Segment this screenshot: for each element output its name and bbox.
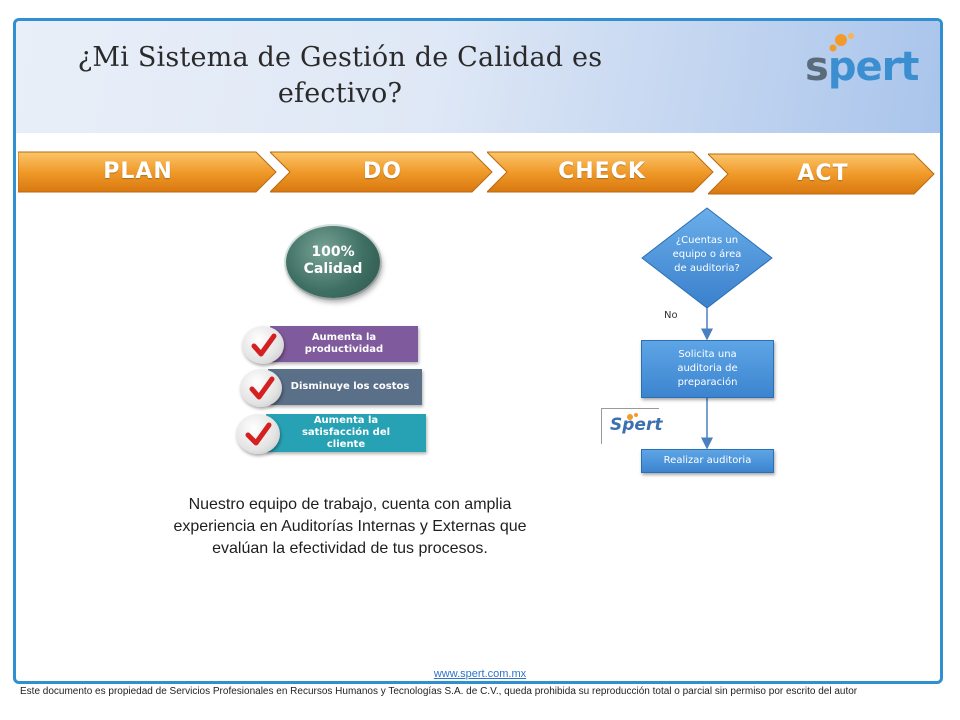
step-perform-audit-text: Realizar auditoria: [663, 455, 752, 466]
step-perform-audit: Realizar auditoria: [641, 449, 774, 473]
arrow-shape-icon: [487, 151, 714, 193]
phase-arrow-act: ACT: [708, 152, 938, 198]
checkmark-icon: [236, 414, 280, 454]
benefit-bar: Disminuye los costos: [268, 369, 422, 405]
header-band: [16, 21, 940, 133]
footer-notice: Este documento es propiedad de Servicios…: [20, 686, 858, 697]
benefit-item: Aumenta la satisfacción del cliente: [236, 414, 428, 454]
benefit-text: Aumenta la productividad: [304, 332, 384, 355]
spert-logo: spert: [805, 30, 930, 100]
phase-label-act: ACT: [797, 161, 849, 186]
no-label: No: [664, 310, 678, 321]
step-request-audit-text: Solicita una auditoria de preparación: [677, 349, 738, 388]
description-text: Nuestro equipo de trabajo, cuenta con am…: [173, 496, 527, 557]
arrow-shape-icon: [708, 153, 935, 195]
small-logo-swoosh-icon: [627, 413, 638, 420]
benefit-bar: Aumenta la satisfacción del cliente: [266, 414, 426, 452]
checkmark-icon: [240, 369, 282, 407]
phase-arrow-plan: PLAN: [18, 150, 280, 196]
benefit-item: Disminuye los costos: [240, 369, 424, 407]
quality-badge-line2: Calidad: [303, 261, 363, 277]
website-link[interactable]: www.spert.com.mx: [433, 668, 527, 680]
phase-arrow-check: CHECK: [487, 150, 717, 196]
phase-arrow-do: DO: [270, 150, 495, 196]
phase-label-do: DO: [363, 159, 402, 184]
arrow-shape-icon: [270, 151, 493, 193]
checkmark-icon: [242, 326, 284, 364]
logo-s: s: [805, 44, 829, 90]
small-logo-text: Spert: [610, 415, 663, 435]
logo-rest: pert: [827, 44, 920, 90]
phase-label-check: CHECK: [558, 159, 646, 184]
arrow-shape-icon: [18, 151, 277, 193]
benefit-text: Aumenta la satisfacción del cliente: [301, 415, 391, 450]
benefit-item: Aumenta la productividad: [242, 326, 420, 364]
small-spert-logo: Spert: [601, 408, 663, 444]
benefit-text: Disminuye los costos: [290, 381, 410, 392]
quality-badge: 100% Calidad: [286, 226, 380, 298]
benefit-bar: Aumenta la productividad: [270, 326, 418, 362]
page-title: ¿Mi Sistema de Gestión de Calidad es efe…: [77, 42, 603, 109]
flow-connectors: [641, 207, 773, 450]
quality-badge-line1: 100%: [311, 244, 355, 260]
step-request-audit: Solicita una auditoria de preparación: [641, 340, 774, 398]
logo-wordmark: spert: [805, 44, 920, 90]
logo-dots-icon: [829, 33, 854, 52]
phase-label-plan: PLAN: [103, 159, 173, 184]
decision-question: ¿Cuentas un equipo o área de auditoria?: [672, 235, 742, 274]
